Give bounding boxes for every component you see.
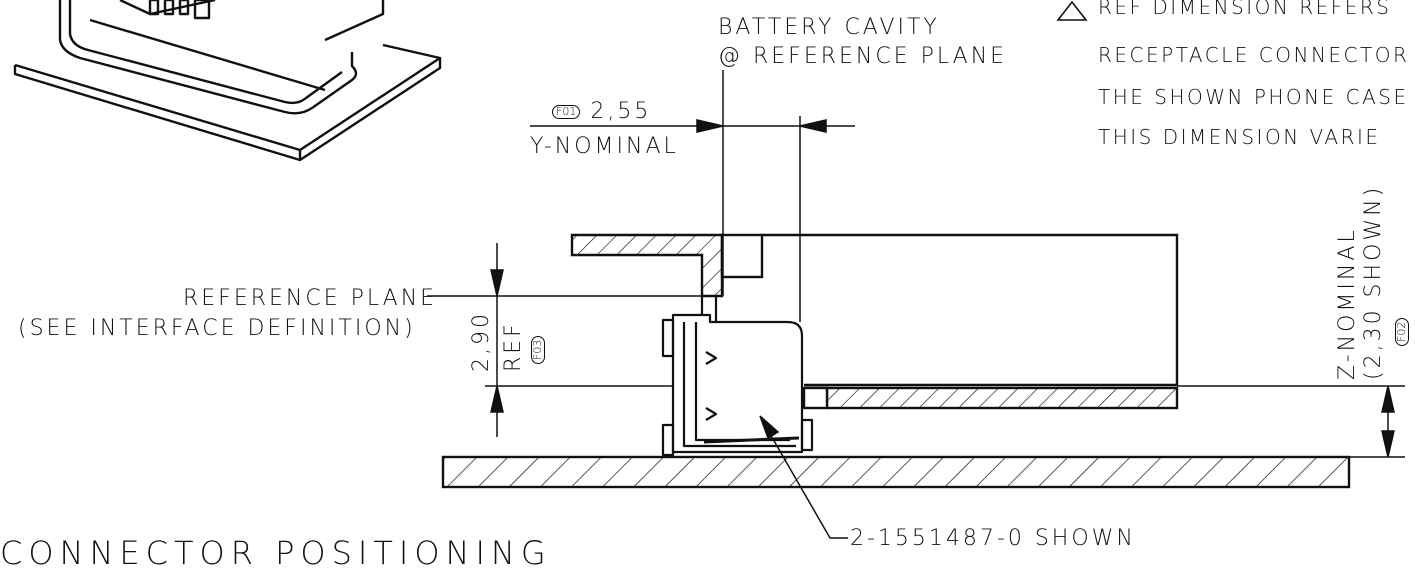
part-number-leader [759,415,848,539]
z-shown-label: (2,30 SHOWN) [1361,184,1386,380]
part-number-label: 2-1551487-0 SHOWN [850,526,1136,551]
z-nominal-label: Z-NOMINAL [1335,227,1360,380]
section-title: CONNECTOR POSITIONING [0,534,552,572]
isometric-view [13,0,442,162]
ref-dimension [485,243,673,437]
battery-cavity-label: BATTERY CAVITY [718,15,940,40]
y-nominal-dimension [530,70,855,322]
note-triangle-icon [1056,0,1088,21]
note-line-2: RECEPTACLE CONNECTOR [1098,43,1410,67]
at-reference-plane-label: @ REFERENCE PLANE [718,44,1008,69]
ref-text-label: REF [501,321,526,372]
ref-flag: F03 [531,335,545,364]
z-flag-wrap: F02 [1390,317,1414,346]
reference-plane-label: REFERENCE PLANE [183,286,438,311]
ref-value-label: 2,90 [469,311,494,372]
battery-floor [802,386,1179,410]
z-nominal-dimension [1177,385,1405,458]
ref-flag-wrap: F03 [526,335,550,364]
note-line-3: THE SHOWN PHONE CASE [1098,85,1409,109]
see-interface-label: (SEE INTERFACE DEFINITION) [18,316,416,341]
y-value: 2,55 [590,99,652,124]
case-top-wall [570,233,1179,387]
z-flag: F02 [1395,317,1409,346]
note-line-4: THIS DIMENSION VARIE [1098,125,1381,149]
pcb-board [441,455,1351,489]
usb-connector [661,296,814,457]
note-line-1: REF DIMENSION REFERS [1098,0,1392,19]
y-nominal-label: Y-NOMINAL [530,134,679,159]
y-value-row: F01 2,55 [552,100,651,124]
y-flag: F01 [552,105,581,119]
